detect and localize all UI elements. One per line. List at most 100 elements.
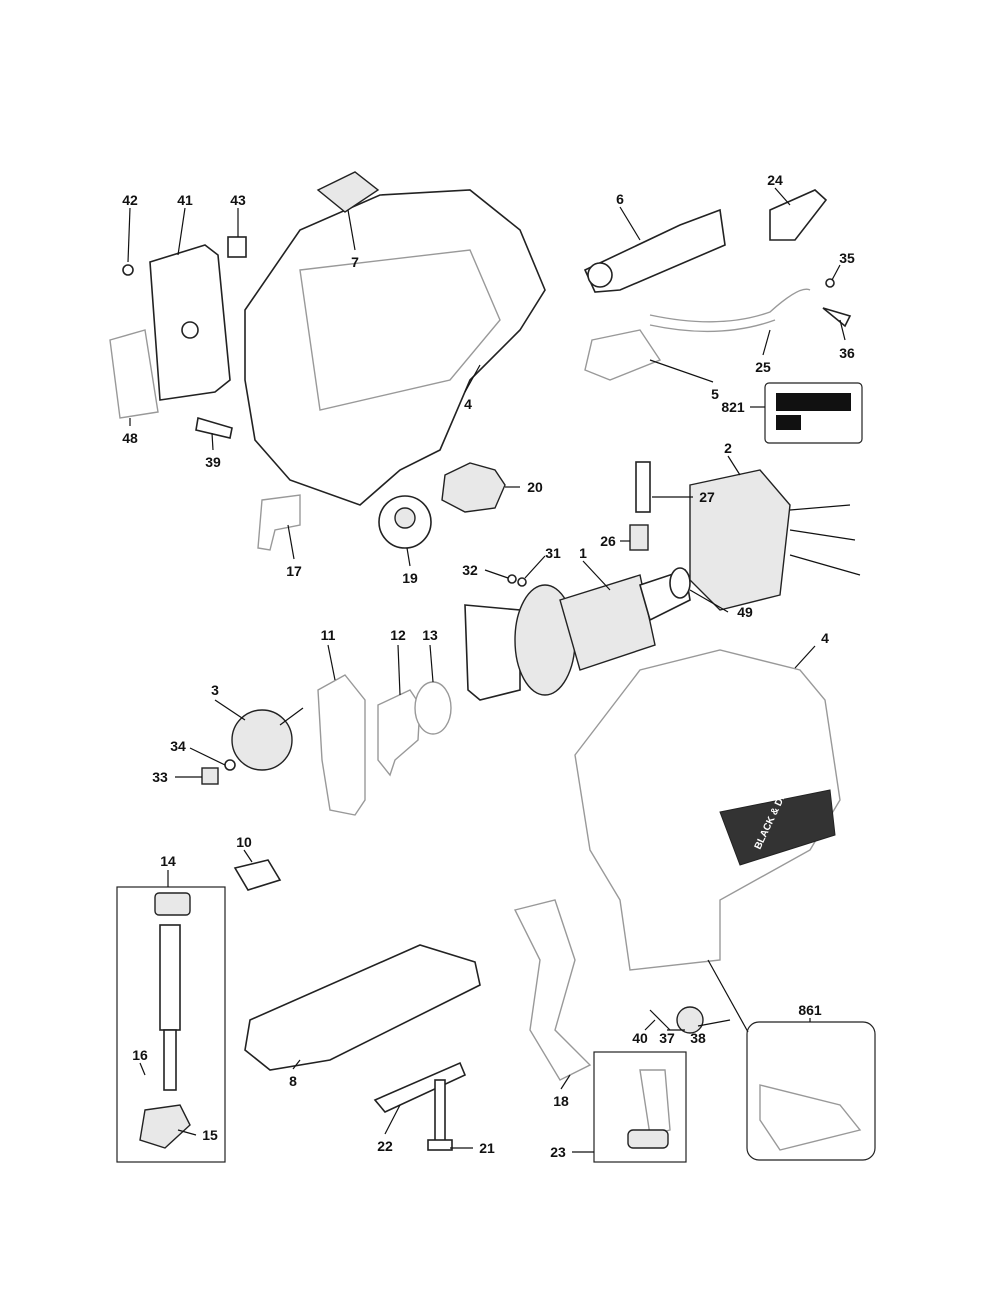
part-27-brush-holder xyxy=(635,461,651,513)
part-11-plate xyxy=(317,674,366,816)
part-number-label: 26 xyxy=(600,533,616,549)
leader-line xyxy=(484,569,509,579)
leader-line xyxy=(794,645,816,669)
part-number-label: 37 xyxy=(659,1030,675,1046)
part-48-label-plate xyxy=(109,329,159,419)
box-23-blade-clamp-kit xyxy=(593,1051,687,1163)
part-number-label: 7 xyxy=(351,254,359,270)
part-number-label: 4 xyxy=(464,396,472,412)
part-10-lever-cap xyxy=(233,859,282,891)
leader-line xyxy=(214,699,246,721)
leader-line xyxy=(831,264,841,281)
leader-lines xyxy=(127,187,846,1153)
leader-line xyxy=(211,432,214,451)
part-number-label: 39 xyxy=(205,454,221,470)
leader-line xyxy=(619,206,641,241)
part-number-label: 33 xyxy=(152,769,168,785)
part-8-shoe xyxy=(244,944,481,1071)
part-number-label: 34 xyxy=(170,738,186,754)
part-number-label: 20 xyxy=(527,479,543,495)
part-number-label: 2 xyxy=(724,440,732,456)
part-number-label: 49 xyxy=(737,604,753,620)
part-31-32-washers xyxy=(507,574,527,587)
part-number-label: 42 xyxy=(122,192,138,208)
part-number-label: 32 xyxy=(462,562,478,578)
part-number-label: 38 xyxy=(690,1030,706,1046)
part-6-switch-board xyxy=(583,208,726,293)
part-26-brush xyxy=(629,524,649,551)
leader-line xyxy=(139,1062,146,1076)
part-24-cord-protector xyxy=(769,189,828,241)
part-number-label: 35 xyxy=(839,250,855,266)
part-25-cord xyxy=(649,288,811,333)
leader-line xyxy=(429,644,434,683)
part-19-gear xyxy=(378,495,432,549)
part-number-label: 18 xyxy=(553,1093,569,1109)
part-33-bushing xyxy=(201,767,219,785)
part-number-label: 821 xyxy=(721,399,745,415)
part-49-bearing xyxy=(669,567,691,599)
box-14-plunger-assembly xyxy=(116,886,226,1163)
part-number-label: 22 xyxy=(377,1138,393,1154)
part-number-label: 31 xyxy=(545,545,561,561)
leader-line xyxy=(762,329,771,356)
part-38-pin xyxy=(707,959,749,1033)
part-41-cover-plate xyxy=(149,244,231,401)
leader-line xyxy=(689,589,729,613)
part-34-washer xyxy=(224,759,236,771)
part-number-label: 40 xyxy=(632,1030,648,1046)
part-number-label: 14 xyxy=(160,853,176,869)
leader-line xyxy=(384,1104,401,1135)
part-number-label: 48 xyxy=(122,430,138,446)
part-number-label: 12 xyxy=(390,627,406,643)
part-number-label: 41 xyxy=(177,192,193,208)
part-number-label: 3 xyxy=(211,682,219,698)
part-number-label: 21 xyxy=(479,1140,495,1156)
part-number-label: 19 xyxy=(402,570,418,586)
leader-line xyxy=(292,1059,301,1070)
part-17-switch-lever xyxy=(257,494,301,551)
part-4-housing-assembled: BLACK & DECKER xyxy=(574,649,841,971)
part-1-armature xyxy=(464,568,691,701)
part-number-label: 5 xyxy=(711,386,719,402)
leader-line xyxy=(397,644,401,696)
part-5-switch xyxy=(584,329,662,381)
part-number-label: 24 xyxy=(767,172,783,188)
leader-line xyxy=(560,1074,571,1090)
leader-line xyxy=(464,364,481,393)
leader-line xyxy=(177,207,186,256)
leader-line xyxy=(127,207,131,263)
part-number-label: 10 xyxy=(236,834,252,850)
leader-line xyxy=(697,1019,731,1027)
part-37-roller xyxy=(676,1006,704,1034)
leader-line xyxy=(644,1019,656,1031)
leader-line xyxy=(177,1129,197,1136)
leader-line xyxy=(327,644,336,681)
leader-line xyxy=(287,524,295,560)
part-number-label: 25 xyxy=(755,359,771,375)
leader-line xyxy=(839,319,846,341)
leader-line xyxy=(243,849,253,863)
part-13-washer xyxy=(414,681,452,735)
leader-line xyxy=(406,547,411,567)
part-number-label: 43 xyxy=(230,192,246,208)
leader-line xyxy=(524,555,546,579)
part-number-label: 27 xyxy=(699,489,715,505)
leader-line xyxy=(189,747,226,766)
part-42-screw xyxy=(122,264,134,276)
leader-line xyxy=(582,560,611,591)
part-43-nut xyxy=(227,236,247,258)
part-number-label: 11 xyxy=(321,627,336,643)
part-18-blade-guard xyxy=(513,899,592,1081)
part-821-label xyxy=(764,382,863,444)
part-35-screw xyxy=(825,278,835,288)
part-number-label: 861 xyxy=(798,1002,822,1018)
part-number-label: 1 xyxy=(579,545,587,561)
part-number-label: 4 xyxy=(821,630,829,646)
part-number-label: 36 xyxy=(839,345,855,361)
part-2-field xyxy=(689,469,861,611)
part-40-pin xyxy=(649,1009,671,1031)
leader-line xyxy=(727,455,741,476)
part-7-switch-button xyxy=(316,171,380,213)
